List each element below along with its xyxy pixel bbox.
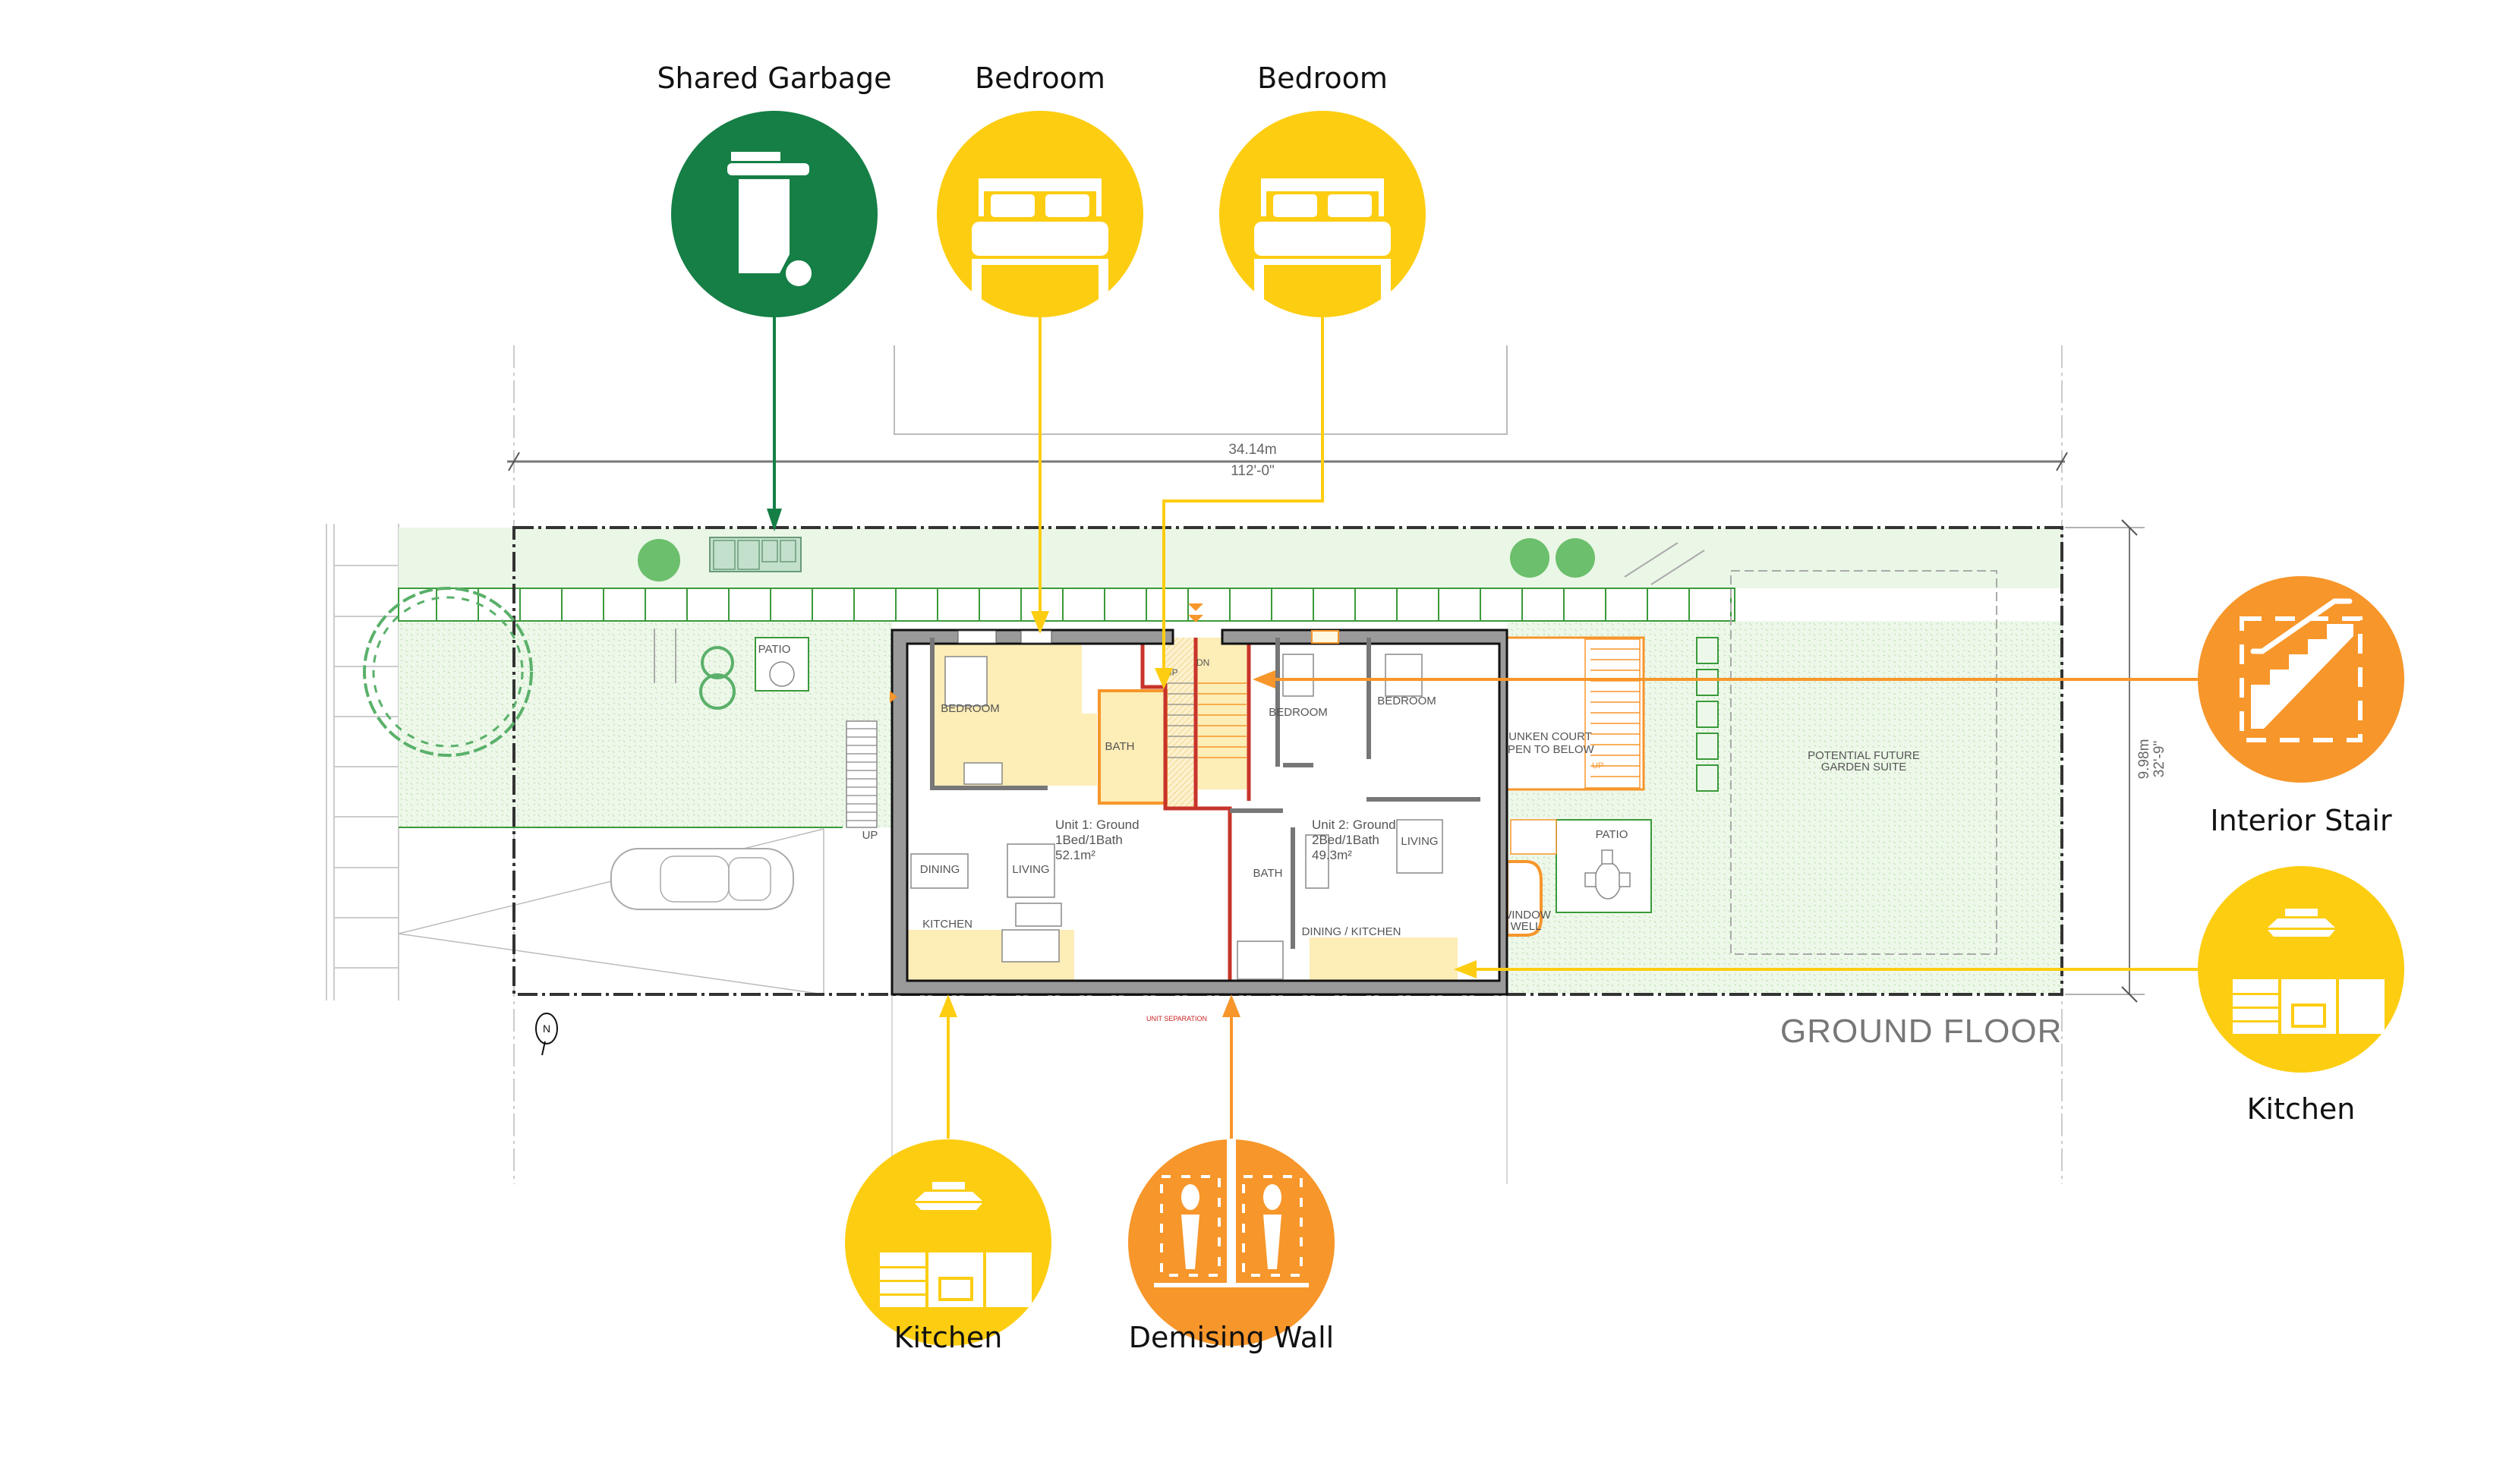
stepping-stone: [1696, 637, 1719, 664]
callout-label: Bedroom: [975, 61, 1105, 95]
callout-label: Kitchen: [894, 1321, 1003, 1354]
tree-icon: [363, 587, 533, 757]
unit1-name: Unit 1: Ground: [1055, 818, 1140, 832]
unit1-bath-label: BATH: [1105, 740, 1135, 753]
callout-demising-wall: Demising Wall: [1128, 1139, 1335, 1354]
site: PATIO UP N SUNKEN COURT OPEN TO BELOW UP: [326, 524, 2063, 1056]
stepping-stones: [1696, 637, 1719, 792]
unit2-kitchen-zone: [1310, 937, 1458, 983]
unit2-name: Unit 2: Ground: [1312, 818, 1396, 832]
garbage-bin-icon: [727, 152, 815, 289]
callout-interior-stair: Interior Stair: [2198, 576, 2404, 837]
front-patio: PATIO: [755, 637, 809, 692]
width-imperial-label: 112'-0": [1231, 463, 1275, 479]
unit2-bedroom-b-label: BEDROOM: [1377, 695, 1436, 707]
unit2-dining-kitchen-label: DINING / KITCHEN: [1302, 925, 1401, 938]
unit1-bath: [1098, 689, 1168, 805]
depth-metric-label: 9.98m: [2136, 739, 2152, 780]
shared-corridor: [1165, 638, 1196, 808]
sunken-court-label: SUNKEN COURT: [1501, 730, 1592, 743]
interior-walls: [930, 638, 1480, 949]
unit1-area: 52.1m²: [1055, 848, 1095, 862]
garden-suite-label-2: GARDEN SUITE: [1821, 761, 1907, 774]
sidewalk: [326, 524, 399, 1000]
patio-front-label: PATIO: [758, 643, 791, 656]
kitchen-icon: [2233, 909, 2385, 1034]
patio-rear-label: PATIO: [1596, 828, 1628, 841]
interior-stair-zone: [1196, 638, 1249, 789]
depth-imperial-label: 32'-9": [2151, 741, 2167, 777]
bedroom-2-leader: [1162, 317, 1324, 683]
unit1-bedroom-label: BEDROOM: [941, 702, 1000, 715]
bed-icon: [1254, 178, 1391, 299]
unit2-info: Unit 2: Ground 2Bed/1Bath 49.3m²: [1312, 818, 1396, 862]
building: BEDROOM BATH DINING LIVING KITCHEN BEDRO…: [890, 603, 1508, 996]
floor-title: GROUND FLOOR: [1780, 1013, 2062, 1050]
callout-kitchen-bottom: Kitchen: [845, 1139, 1051, 1354]
unit2-area: 49.3m²: [1312, 848, 1352, 862]
callout-label: Bedroom: [1257, 61, 1388, 95]
width-dimension: 34.14m 112'-0": [507, 442, 2068, 479]
walkway-pavers: [398, 588, 1735, 622]
unit1-dining-label: DINING: [920, 863, 960, 876]
unit1-type: 1Bed/1Bath: [1055, 833, 1123, 847]
window-well: WINDOW WELL: [1501, 860, 1552, 937]
sunken-court: SUNKEN COURT OPEN TO BELOW UP: [1499, 636, 1645, 791]
stepping-stone: [1696, 669, 1719, 696]
callout-label: Shared Garbage: [657, 61, 891, 95]
side-entry-marker-icon: [890, 691, 897, 703]
callout-label: Kitchen: [2247, 1092, 2356, 1126]
furniture: [910, 654, 1443, 980]
open-to-below-label: OPEN TO BELOW: [1499, 743, 1594, 756]
north-label: N: [543, 1022, 550, 1035]
unit2-type: 2Bed/1Bath: [1312, 833, 1379, 847]
kitchen-icon: [880, 1182, 1032, 1307]
window-well-label: WINDOW: [1501, 909, 1552, 922]
depth-dimension: 9.98m 32'-9": [2065, 519, 2167, 1003]
unit2-living-label: LIVING: [1401, 835, 1438, 848]
exterior-wall: [890, 629, 1508, 996]
garden-suite-label: POTENTIAL FUTURE: [1808, 749, 1920, 762]
car-icon: [610, 848, 794, 910]
bicycle-icon: [654, 542, 1705, 683]
stepping-stone: [1696, 701, 1719, 728]
north-arrow-icon: N: [535, 1013, 558, 1056]
callout-label: Interior Stair: [2210, 804, 2392, 837]
front-lawn: [399, 621, 892, 827]
callout-shared-garbage: Shared Garbage: [657, 61, 892, 317]
garden-suite: POTENTIAL FUTURE GARDEN SUITE: [1730, 570, 1997, 955]
callout-bedroom-2: Bedroom: [1219, 61, 1426, 317]
stair-icon: [2240, 598, 2363, 742]
front-steps-up-label: UP: [862, 829, 878, 842]
demising-wall-icon: [1154, 1139, 1309, 1287]
stepping-stone: [1696, 733, 1719, 760]
width-metric-label: 34.14m: [1228, 442, 1276, 458]
callout-label: Demising Wall: [1129, 1321, 1334, 1354]
unit-separation-label: UNIT SEPARATION: [1146, 1015, 1207, 1022]
rear-patio: PATIO: [1510, 819, 1652, 913]
bed-icon: [972, 178, 1108, 299]
stair-dn-label: DN: [1196, 657, 1209, 668]
shrub-icon: [638, 538, 1595, 710]
callout-kitchen-right: Kitchen: [2198, 866, 2404, 1126]
stepping-stone: [1696, 764, 1719, 792]
unit2-bath-label: BATH: [1253, 867, 1283, 880]
unit2-bedroom-a-label: BEDROOM: [1269, 706, 1328, 719]
unit1-kitchen-label: KITCHEN: [922, 918, 972, 931]
leader-lines: [767, 317, 2198, 1139]
court-up-label: UP: [1592, 761, 1603, 770]
entry-marker-icon: [1188, 603, 1203, 611]
callout-bedroom-1: Bedroom: [937, 61, 1143, 317]
garbage-enclosure: [709, 537, 802, 572]
front-steps: UP: [846, 720, 878, 842]
window-well-label-2: WELL: [1511, 920, 1542, 933]
unit1-info: Unit 1: Ground 1Bed/1Bath 52.1m²: [1055, 818, 1140, 862]
stair-treads: [1168, 682, 1247, 758]
unit1-living-label: LIVING: [1012, 863, 1049, 876]
